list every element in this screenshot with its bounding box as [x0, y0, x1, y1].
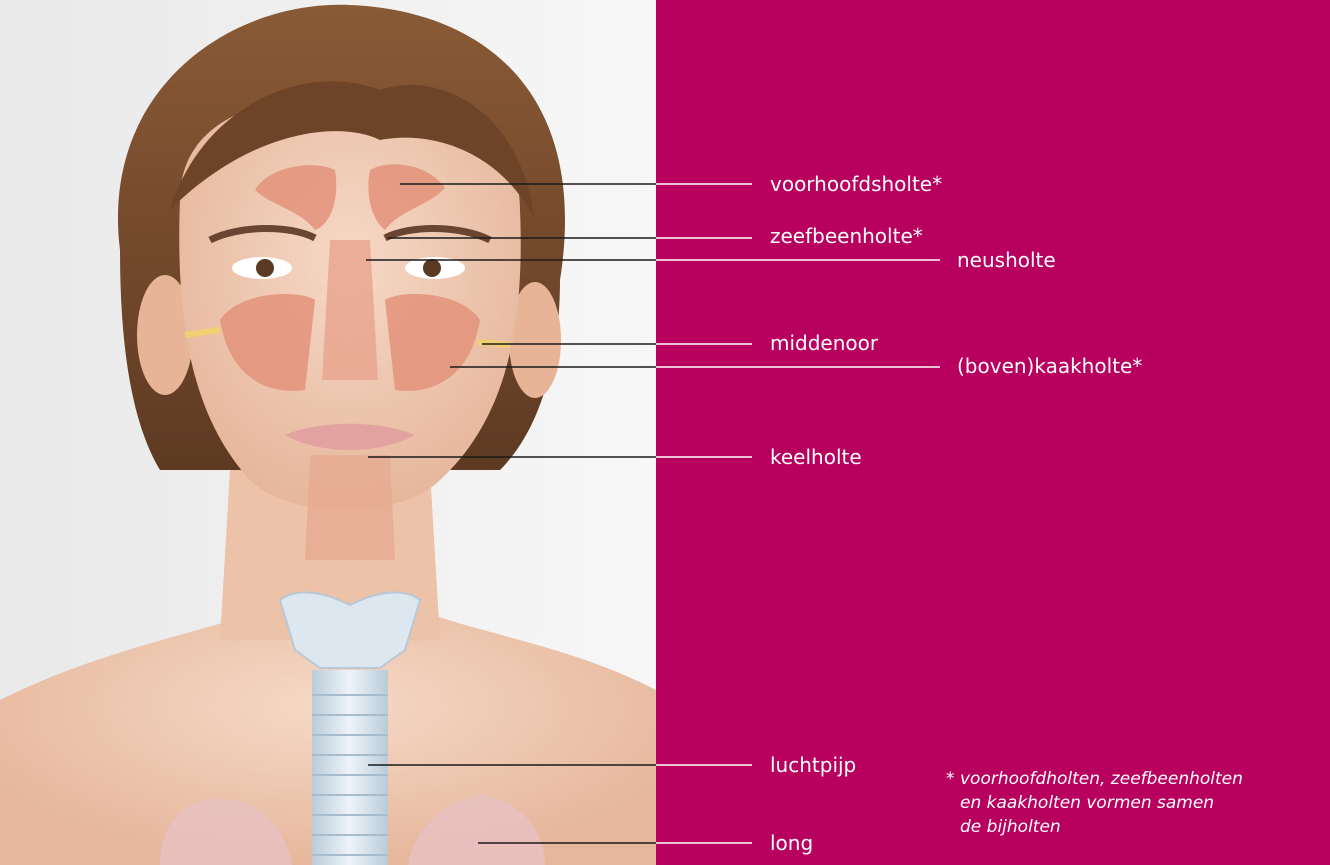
label-neusholte: neusholte: [957, 250, 1056, 270]
label-voorhoofdsholte: voorhoofdsholte*: [770, 174, 942, 194]
footnote-line-1: voorhoofdholten, zeefbeenholten: [960, 767, 1243, 791]
label-zeefbeenholte: zeefbeenholte*: [770, 226, 923, 246]
footnote-line-2: en kaakholten vormen samen: [960, 791, 1243, 815]
label-luchtpijp: luchtpijp: [770, 755, 856, 775]
footnote: * voorhoofdholten, zeefbeenholten en kaa…: [960, 767, 1243, 839]
label-keelholte: keelholte: [770, 447, 862, 467]
label-middenoor: middenoor: [770, 333, 878, 353]
footnote-star: *: [946, 767, 955, 791]
label-long: long: [770, 833, 813, 853]
label-kaakholte: (boven)kaakholte*: [957, 356, 1142, 376]
footnote-line-3: de bijholten: [960, 815, 1243, 839]
